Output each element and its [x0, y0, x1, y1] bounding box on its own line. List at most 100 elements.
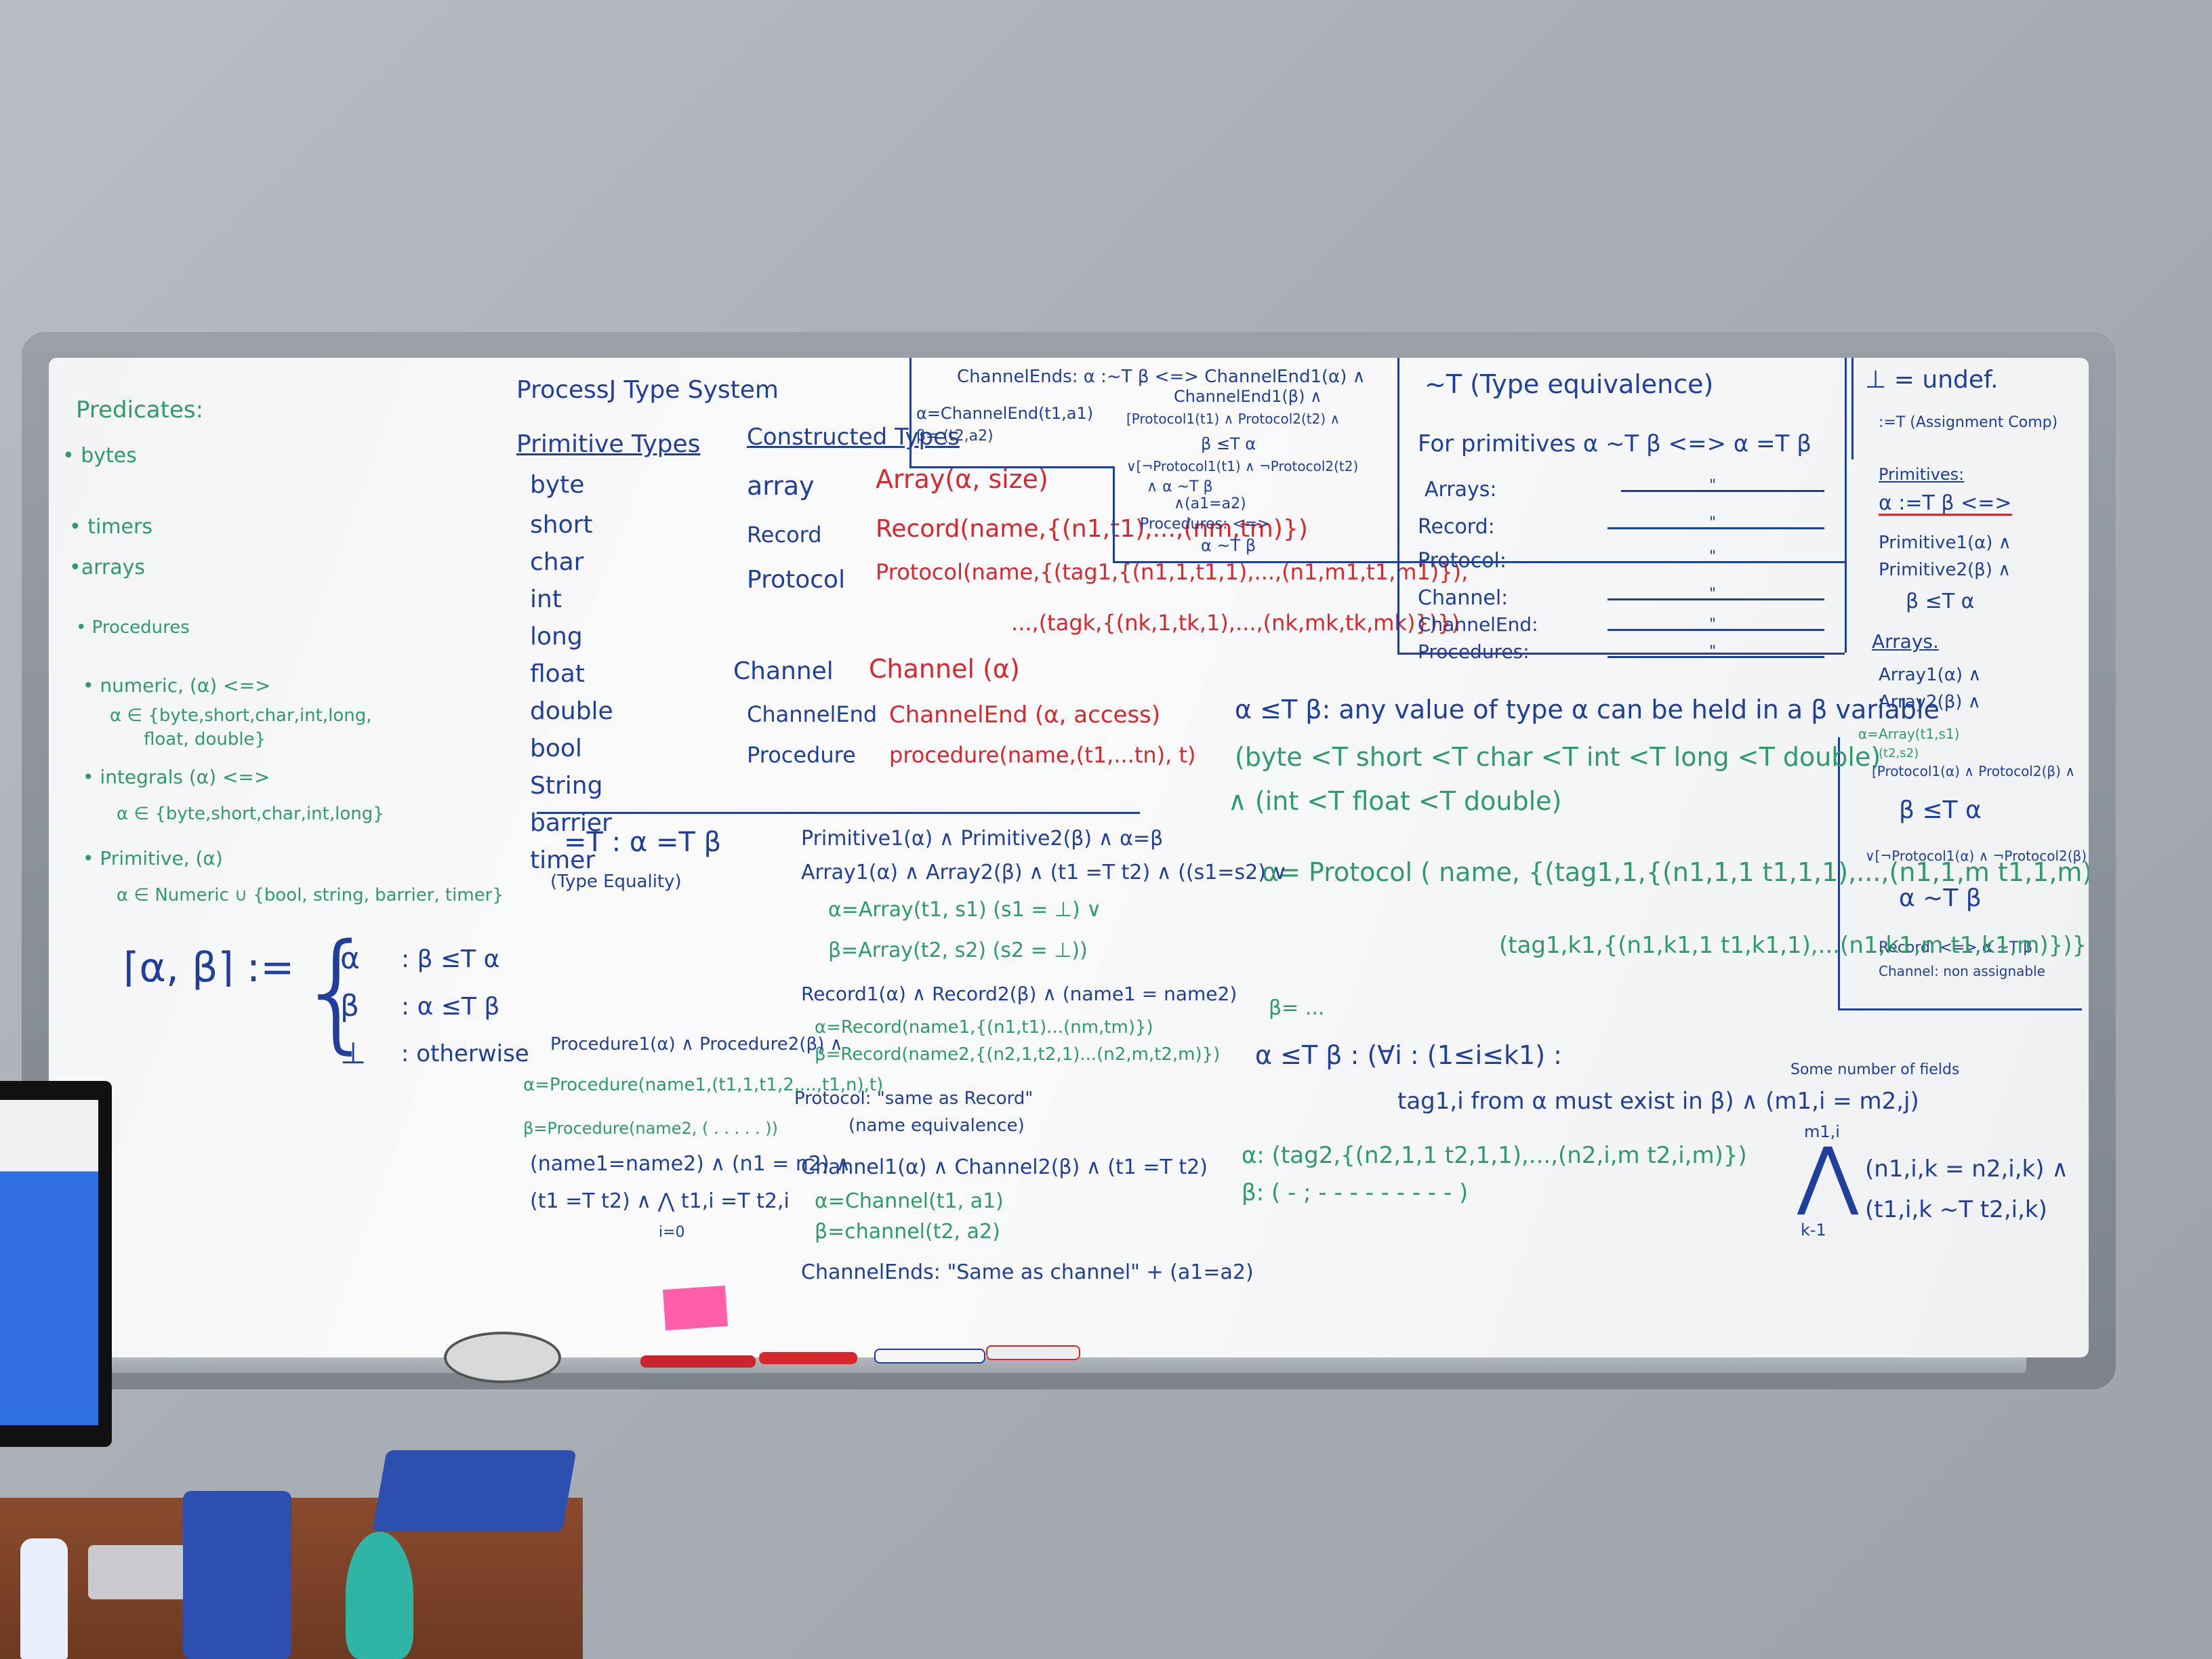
bigwedge-upper: m1,i	[1804, 1122, 1840, 1141]
predicate-item: α ∈ Numeric ∪ {bool, string, barrier, ti…	[117, 885, 504, 905]
box-border	[1113, 561, 1845, 563]
primitive-type: barrier	[530, 809, 612, 837]
primitive-type: timer	[530, 846, 596, 874]
beta-example: β: ( - ; - - - - - - - - - )	[1242, 1179, 1469, 1206]
constructed-def: Record(name,{(n1,t1),...,(nm,tm)})	[876, 515, 1308, 543]
equivalence-row: Record:	[1418, 515, 1495, 539]
equality-line: Record1(α) ∧ Record2(β) ∧ (name1 = name2…	[801, 983, 1237, 1005]
predicate-item: • bytes	[62, 444, 137, 468]
blank-line	[1607, 527, 1824, 529]
channel-ends-line: ∧(a1=a2)	[1174, 495, 1246, 512]
eraser	[444, 1332, 561, 1383]
constructed-name: Protocol	[747, 566, 846, 594]
assign-line: ∨[¬Protocol1(α) ∧ ¬Protocol2(β) ∧	[1865, 848, 2089, 864]
predicate-item: • Primitive, (α)	[83, 847, 223, 869]
pen-holder	[183, 1491, 291, 1659]
constructed-def: procedure(name,(t1,...tn), t)	[889, 742, 1196, 768]
primitive-type: short	[530, 511, 593, 539]
protocol-def: (tag1,k1,{(n1,k1,1 t1,k1,1),...(n1,k1,m …	[1499, 932, 2089, 959]
equality-line: β=Array(t2, s2) (s2 = ⊥))	[828, 939, 1088, 962]
blank-line	[1607, 561, 1824, 563]
equality-line: ChannelEnds: "Same as channel" + (a1=a2)	[801, 1261, 1254, 1284]
alpha-example: α: (tag2,{(n2,1,1 t2,1,1),...,(n2,i,m t2…	[1242, 1142, 1747, 1169]
constructed-name: array	[747, 471, 815, 501]
constructed-def: ChannelEnd (α, access)	[889, 701, 1161, 729]
blank-line	[1607, 598, 1824, 600]
primitive-type: float	[530, 660, 585, 688]
join-case: : α ≤T β	[401, 993, 500, 1021]
join-case: : β ≤T α	[401, 945, 500, 973]
equality-line: Array1(α) ∧ Array2(β) ∧ (t1 =T t2) ∧ ((s…	[801, 861, 1288, 884]
primitive-type: double	[530, 697, 613, 725]
channel-ends-line: ChannelEnd1(β) ∧	[1174, 387, 1322, 406]
assign-line: (t2,s2)	[1879, 746, 1919, 760]
predicates-heading: Predicates:	[76, 396, 204, 424]
assign-line: Array1(α) ∧	[1879, 665, 1982, 685]
laptop	[88, 1545, 197, 1599]
procedure-line: (t1 =T t2) ∧ ⋀ t1,i =T t2,i	[530, 1189, 790, 1213]
predicate-item: • integrals (α) <=>	[83, 766, 270, 788]
ditto-mark: "	[1709, 477, 1717, 494]
assign-line: [Protocol1(α) ∧ Protocol2(β) ∧	[1872, 763, 2075, 779]
bigwedge-lower: k-1	[1801, 1221, 1826, 1240]
constructed-def: Array(α, size)	[876, 464, 1048, 494]
box-border	[1845, 358, 1847, 653]
assign-line: Primitive1(α) ∧	[1879, 533, 2011, 553]
primitive-type: char	[530, 548, 584, 576]
undef-note: ⊥ = undef.	[1865, 366, 1999, 394]
box-border	[1838, 1008, 2082, 1010]
equality-heading: =T : α =T β	[564, 827, 722, 858]
procedure-line: Procedure1(α) ∧ Procedure2(β) ∧	[550, 1034, 843, 1054]
box-border	[1113, 466, 1115, 561]
box-border	[1397, 653, 1845, 655]
predicate-item: α ∈ {byte,short,char,int,long,	[110, 705, 372, 726]
predicate-item: • timers	[69, 515, 152, 539]
bigwedge-symbol: ⋀	[1797, 1131, 1859, 1218]
ditto-mark: "	[1709, 548, 1717, 565]
divider	[537, 812, 1140, 814]
box-border	[1397, 358, 1399, 653]
channel-ends-line: α=ChannelEnd(t1,a1)	[916, 404, 1094, 423]
equality-line: Channel1(α) ∧ Channel2(β) ∧ (t1 =T t2)	[801, 1155, 1208, 1179]
equivalence-heading: ~T (Type equivalence)	[1425, 369, 1714, 399]
assign-line: β ≤T α	[1906, 590, 1975, 613]
primitive-type: bool	[530, 735, 582, 762]
beta-def: β= ...	[1269, 996, 1325, 1020]
type-system-title: ProcessJ Type System	[516, 376, 779, 404]
channel-ends-line: [Protocol1(t1) ∧ Protocol2(t2) ∧	[1126, 411, 1340, 427]
constructed-name: Procedure	[747, 742, 856, 768]
conjunct: (t1,i,k ~T t2,i,k)	[1865, 1196, 2047, 1223]
marker	[640, 1355, 756, 1368]
assign-line: Primitives:	[1879, 465, 1965, 484]
marker	[874, 1349, 985, 1364]
primitive-types-heading: Primitive Types	[516, 430, 701, 458]
join-case: α	[340, 941, 361, 976]
constructed-name: ChannelEnd	[747, 701, 878, 727]
blank-line	[1607, 656, 1824, 658]
equivalence-row: Protocol:	[1418, 549, 1507, 573]
monitor-screen	[0, 1100, 98, 1425]
predicate-item: float, double}	[144, 729, 266, 750]
protocol-def: α= Protocol ( name, {(tag1,1,{(n1,1,1 t1…	[1262, 857, 2089, 887]
join-case: ⊥	[340, 1036, 367, 1071]
channel-ends-line: ∨[¬Protocol1(t1) ∧ ¬Protocol2(t2)	[1126, 458, 1359, 474]
equivalence-row: Arrays:	[1425, 478, 1497, 501]
constructed-types-heading: Constructed Types	[747, 424, 960, 451]
box-border	[1851, 358, 1853, 459]
join-case: β	[340, 989, 360, 1023]
equality-line: Primitive1(α) ∧ Primitive2(β) ∧ α=β	[801, 827, 1164, 851]
tag-clause: tag1,i from α must exist in β) ∧ (m1,i =…	[1397, 1088, 1919, 1115]
constructed-def: Channel (α)	[869, 654, 1020, 684]
box-border	[1838, 737, 1840, 1008]
assign-line: α :=T β <=>	[1879, 491, 2012, 516]
assign-line: α ~T β	[1899, 884, 1982, 912]
ditto-mark: "	[1709, 643, 1717, 660]
channel-ends-line: β= (t2,a2)	[916, 428, 994, 445]
whiteboard: Predicates: • bytes • timers •arrays • P…	[49, 358, 2089, 1357]
primitive-type: String	[530, 772, 603, 800]
assign-heading: :=T (Assignment Comp)	[1879, 414, 2058, 431]
predicate-item: α ∈ {byte,short,char,int,long}	[117, 804, 384, 824]
ditto-mark: "	[1709, 514, 1717, 531]
primitive-type: long	[530, 623, 583, 651]
equivalence-row: Channel:	[1418, 586, 1509, 610]
